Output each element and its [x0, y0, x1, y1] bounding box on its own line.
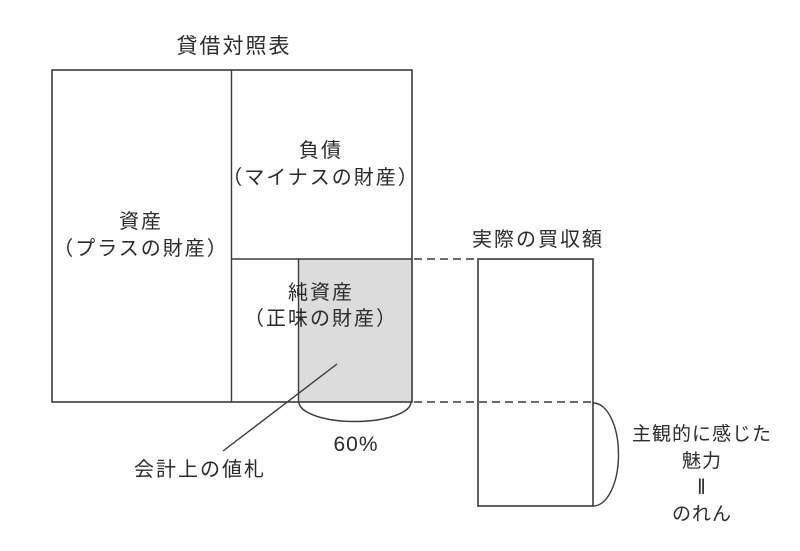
- net-assets-label: 純資産 （正味の財産）: [244, 280, 398, 332]
- net-assets-highlight-region: [298, 259, 412, 402]
- acquisition-amount-title: 実際の買収額: [472, 229, 604, 251]
- assets-label: 資産 （プラスの財産）: [53, 209, 229, 263]
- goodwill-line1: 主観的に感じた: [631, 424, 773, 445]
- goodwill-annotation: 主観的に感じた 魅力 ‖ のれん: [632, 421, 772, 528]
- price-tag-pointer-line: [222, 363, 338, 452]
- goodwill-brace: [593, 402, 620, 507]
- acquisition-amount-box: [477, 258, 594, 507]
- goodwill-line3: のれん: [671, 504, 733, 525]
- accounting-price-tag-label: 会計上の値札: [134, 459, 266, 481]
- liabilities-label: 負債 （マイナスの財産）: [222, 138, 420, 192]
- liabilities-label-line2: （マイナスの財産）: [222, 167, 420, 189]
- sixty-percent-label: 60%: [333, 433, 379, 456]
- assets-label-line2: （プラスの財産）: [53, 238, 229, 260]
- goodwill-line2: 魅力: [681, 451, 723, 472]
- net-assets-label-line2: （正味の財産）: [244, 308, 398, 330]
- goodwill-equals-symbol: ‖: [697, 476, 707, 499]
- net-assets-label-line1: 純資産: [288, 282, 354, 304]
- balance-sheet-title: 貸借対照表: [176, 35, 292, 58]
- sixty-percent-brace: [298, 401, 412, 423]
- liabilities-label-line1: 負債: [298, 140, 343, 162]
- assets-label-line1: 資産: [118, 211, 163, 233]
